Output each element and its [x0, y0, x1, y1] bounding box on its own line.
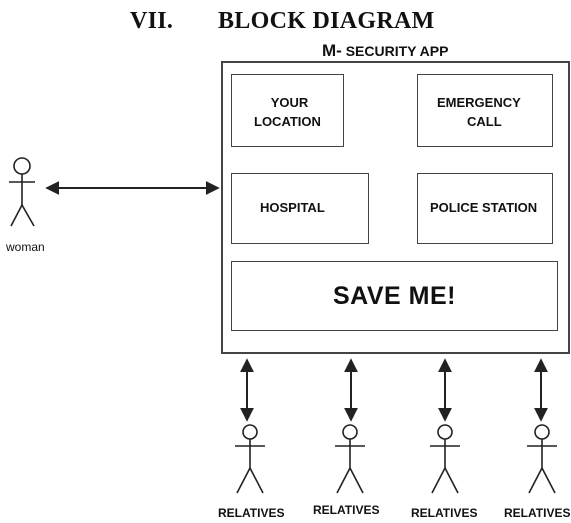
section-title: BLOCK DIAGRAM [218, 8, 435, 34]
woman-label: woman [6, 240, 45, 254]
relative-2-actor-icon [335, 424, 365, 494]
save-me-label: SAVE ME! [333, 281, 456, 310]
hospital-label: HOSPITAL [260, 200, 325, 215]
emergency-call-block [417, 74, 553, 147]
app-title-rest: SECURITY APP [345, 43, 449, 59]
your-location-line2: LOCATION [254, 114, 321, 129]
relative-1-label: RELATIVES [218, 506, 285, 520]
woman-actor-icon [9, 157, 35, 227]
your-location-line1: YOUR [270, 95, 309, 110]
relative-3-actor-icon [430, 424, 460, 494]
emergency-call-line2: CALL [467, 114, 502, 129]
relative-1-actor-icon [235, 424, 265, 494]
relative-4-label: RELATIVES [504, 506, 571, 520]
police-station-block [417, 173, 553, 244]
your-location-block [231, 74, 344, 147]
app-title-prefix: M- [322, 41, 342, 60]
relative-3-label: RELATIVES [411, 506, 478, 520]
emergency-call-line1: EMERGENCY [437, 95, 521, 110]
relative-4-actor-icon [527, 424, 557, 494]
save-me-block [231, 261, 558, 331]
relative-2-label: RELATIVES [313, 503, 380, 517]
section-number: VII. [130, 8, 174, 34]
police-station-label: POLICE STATION [430, 200, 538, 215]
app-title: M- SECURITY APP [322, 41, 448, 61]
hospital-block [231, 173, 369, 244]
your-location-label: YOUR [267, 93, 312, 112]
